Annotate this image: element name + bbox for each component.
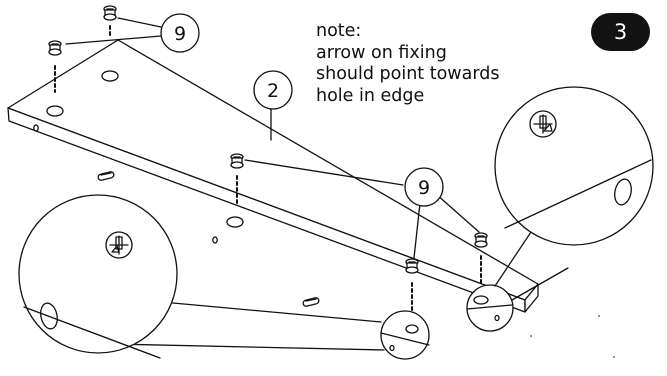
callout-9-right: 9 (404, 167, 444, 207)
cam-fitting (474, 232, 488, 287)
step-number-badge: 3 (591, 13, 650, 51)
cam-fitting (230, 153, 244, 206)
dowel (302, 297, 320, 307)
panel-face-holes (46, 70, 244, 228)
cam-fitting (405, 258, 419, 313)
detail-magnified-right (494, 86, 654, 246)
face-hole (226, 216, 244, 228)
callout-9-right-label: 9 (418, 177, 430, 199)
note-line: hole in edge (316, 85, 425, 106)
callout-2: 2 (253, 70, 293, 110)
arrow-on-fixing-icon (105, 231, 133, 259)
detail-source-circle (380, 310, 430, 360)
note-line: arrow on fixing (316, 42, 447, 63)
callout-leaders (65, 17, 480, 259)
callout-2-label: 2 (267, 80, 279, 102)
arrow-on-fixing-icon (529, 110, 557, 138)
edge-hole (33, 124, 39, 132)
dowel (97, 171, 115, 181)
face-hole (101, 70, 119, 82)
cam-fitting (48, 40, 62, 93)
panel-board (7, 39, 539, 313)
source-circle-contents (380, 295, 513, 352)
detail-magnified-left (18, 194, 178, 359)
note-line: note: (316, 21, 362, 41)
panel-right-edge (524, 283, 539, 313)
cam-fitting (103, 5, 117, 37)
cam-fittings (48, 5, 488, 313)
face-hole (46, 105, 64, 117)
callout-9-top-label: 9 (174, 23, 186, 45)
assembly-note: note: arrow on fixing should point towar… (316, 21, 499, 107)
callout-9-top: 9 (160, 13, 200, 53)
edge-hole (212, 236, 218, 244)
note-line: should point towards (316, 64, 500, 84)
wooden-dowels (97, 171, 320, 307)
zoom-connectors (111, 225, 569, 351)
